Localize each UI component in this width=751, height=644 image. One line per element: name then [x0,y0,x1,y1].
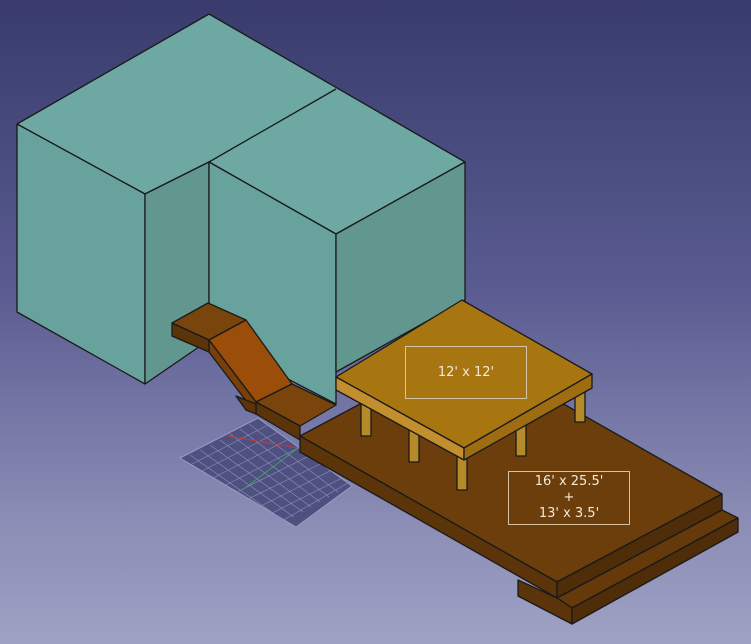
lower-deck-dimension-plus: + [563,490,575,505]
upper-deck [335,299,593,461]
ramp [171,302,337,441]
upper-deck-dimension-label: 12' x 12' [405,346,527,399]
lower-deck-dimension-line3: 13' x 3.5' [538,506,600,521]
upper-deck-dimension-text: 12' x 12' [437,364,495,380]
ground-grid [179,417,353,528]
lower-deck-dimension-label: 16' x 25.5' + 13' x 3.5' [508,471,630,525]
lower-deck-dimension-line1: 16' x 25.5' [534,474,604,489]
